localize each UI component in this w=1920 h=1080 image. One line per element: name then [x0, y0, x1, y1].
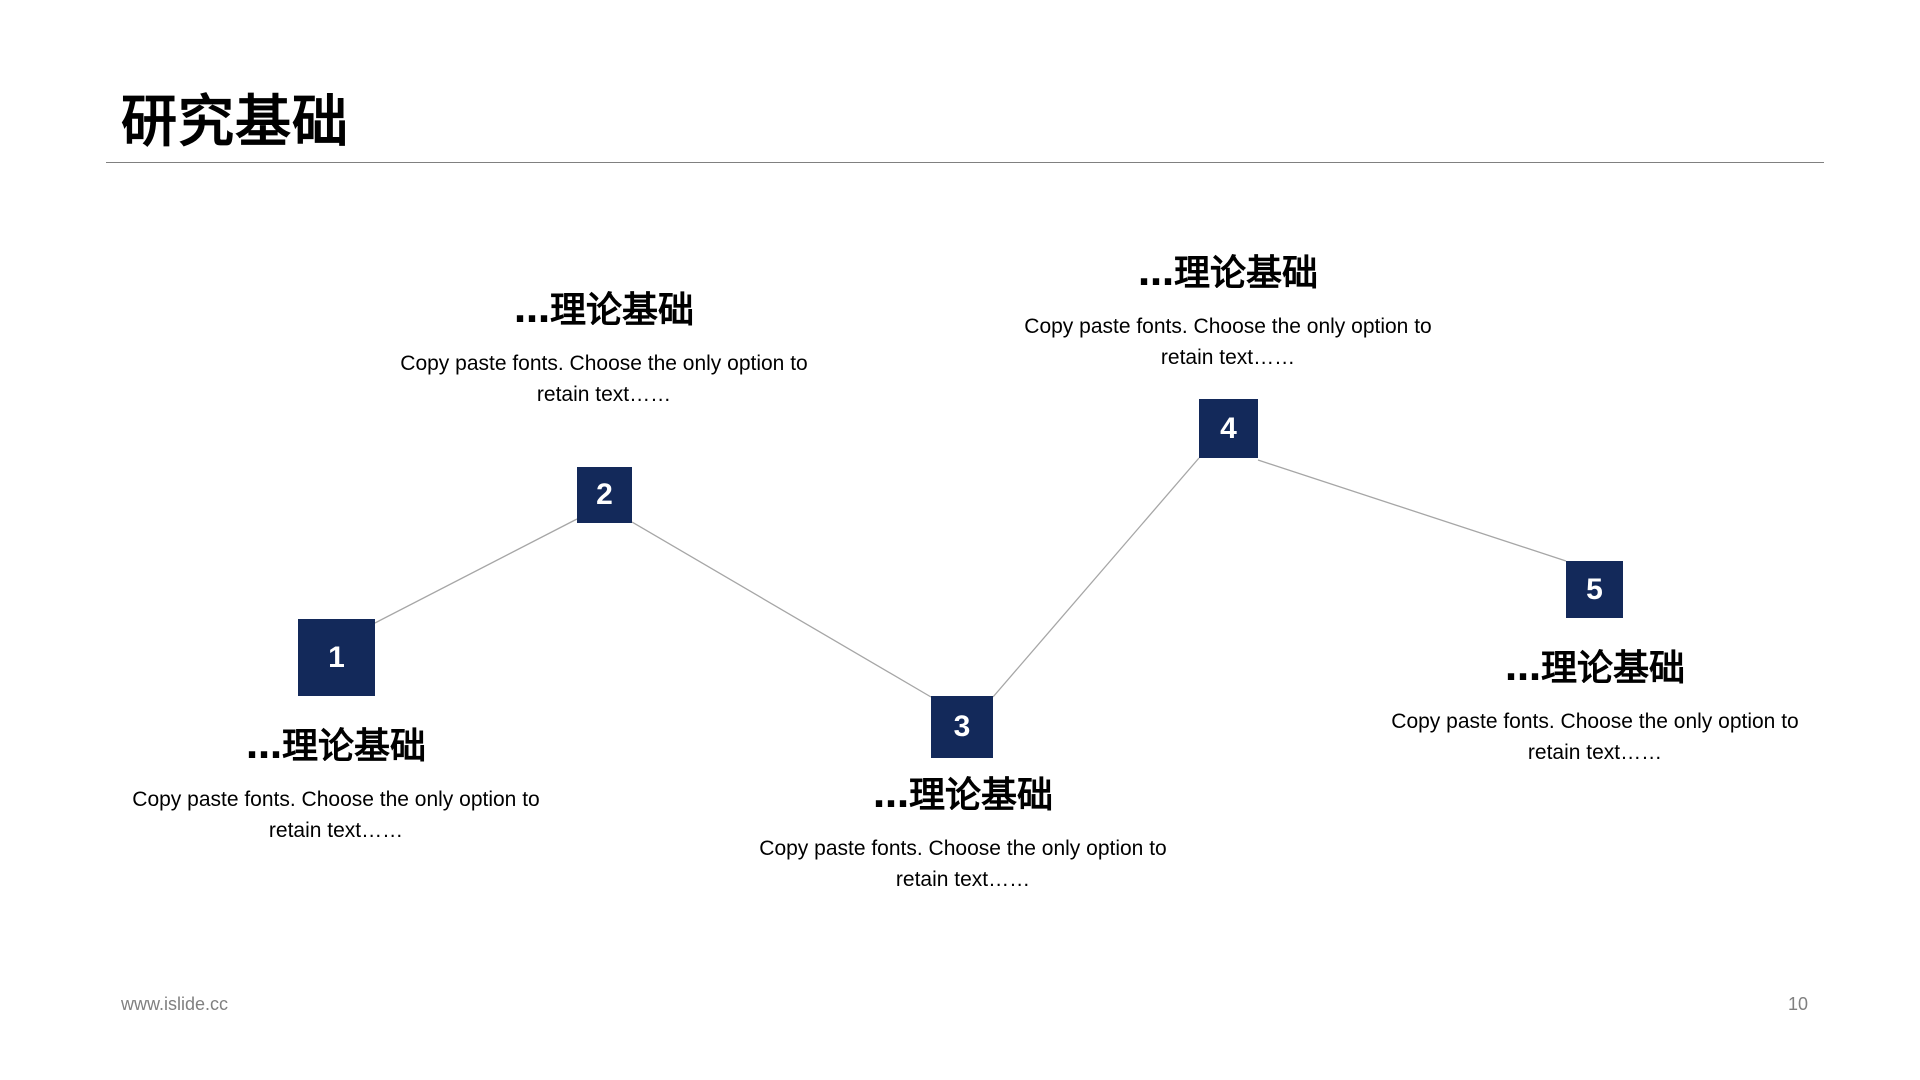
- step-5-number-box: 5: [1566, 561, 1623, 618]
- step-2-description: Copy paste fonts. Choose the only option…: [400, 352, 808, 406]
- page-number: 10: [1787, 994, 1808, 1014]
- step-1-text: …理论基础 Copy paste fonts. Choose the only …: [101, 724, 571, 846]
- step-4-heading: …理论基础: [1137, 253, 1318, 294]
- step-2-number: 2: [596, 478, 613, 511]
- step-3-number-box: 3: [931, 696, 993, 758]
- step-3-heading: …理论基础: [872, 775, 1053, 816]
- connector-1-2: [374, 518, 578, 624]
- footer-url: www.islide.cc: [121, 994, 229, 1014]
- connector-2-3: [631, 521, 932, 698]
- step-1-heading: …理论基础: [245, 726, 426, 767]
- step-3-text: …理论基础 Copy paste fonts. Choose the only …: [728, 773, 1198, 895]
- slide-title: 研究基础: [121, 90, 349, 155]
- step-4-number-box: 4: [1199, 399, 1258, 458]
- connector-4-5: [1257, 459, 1567, 562]
- step-5-text: …理论基础 Copy paste fonts. Choose the only …: [1360, 646, 1830, 768]
- step-2-number-box: 2: [577, 467, 632, 523]
- step-5-number: 5: [1586, 572, 1603, 606]
- step-4-description: Copy paste fonts. Choose the only option…: [1024, 315, 1432, 369]
- title-divider: [106, 162, 1824, 163]
- step-2-heading: …理论基础: [513, 290, 694, 331]
- step-4-number: 4: [1220, 411, 1237, 445]
- step-3-number: 3: [953, 710, 971, 743]
- step-5-description: Copy paste fonts. Choose the only option…: [1391, 710, 1799, 764]
- step-3-description: Copy paste fonts. Choose the only option…: [759, 837, 1167, 891]
- step-1-description: Copy paste fonts. Choose the only option…: [132, 788, 540, 842]
- step-2-text: …理论基础 Copy paste fonts. Choose the only …: [369, 288, 839, 410]
- step-1-number: 1: [328, 640, 345, 674]
- connector-3-4: [992, 457, 1200, 698]
- step-4-text: …理论基础 Copy paste fonts. Choose the only …: [993, 251, 1463, 373]
- step-5-heading: …理论基础: [1504, 648, 1685, 689]
- step-1-number-box: 1: [298, 619, 375, 696]
